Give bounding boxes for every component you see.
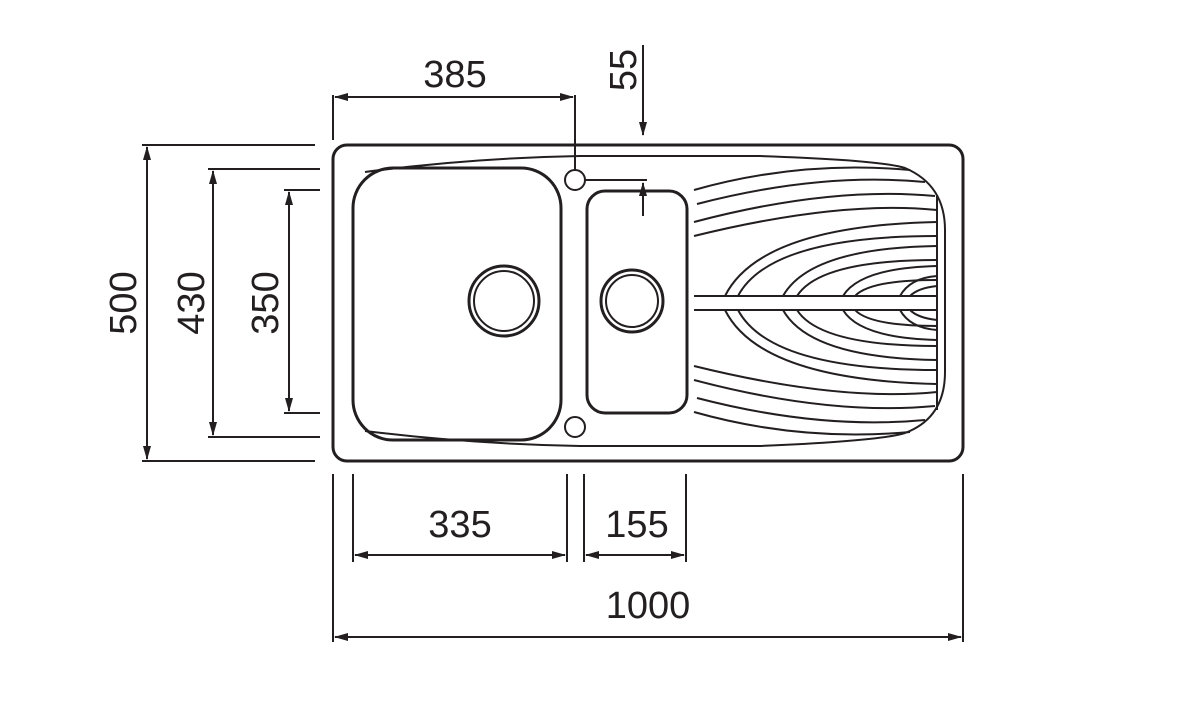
label-500: 500 — [103, 271, 145, 334]
label-55: 55 — [603, 49, 645, 91]
dim-350-lines — [284, 189, 320, 414]
dim-385-lines — [332, 93, 576, 170]
main-drain-icon — [467, 264, 541, 338]
dim-bottom-lines — [332, 474, 964, 642]
dim-500-lines — [142, 144, 315, 462]
label-1000: 1000 — [606, 585, 691, 627]
sink-outline — [331, 143, 965, 463]
label-335: 335 — [428, 504, 491, 546]
dim-430-lines — [208, 168, 320, 438]
label-430: 430 — [171, 271, 213, 334]
label-350: 350 — [245, 271, 287, 334]
tap-hole-icon — [564, 416, 586, 438]
label-155: 155 — [605, 504, 668, 546]
dim-55-lines — [585, 45, 647, 216]
small-bowl — [585, 189, 689, 415]
main-bowl — [351, 166, 563, 442]
tap-hole-icon — [564, 169, 586, 191]
label-385: 385 — [423, 54, 486, 96]
small-drain-icon — [599, 268, 665, 334]
drainer-grooves — [693, 166, 938, 436]
